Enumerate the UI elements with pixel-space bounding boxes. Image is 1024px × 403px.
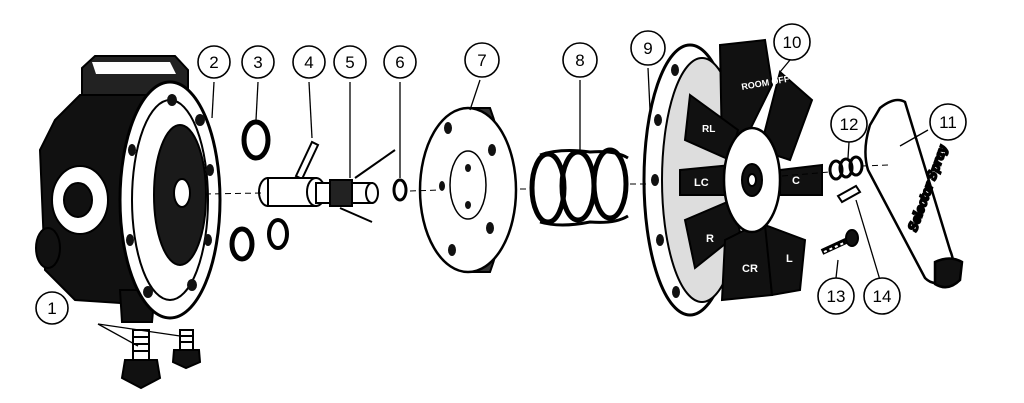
callout-14: 14 (863, 277, 901, 315)
callout-5: 5 (333, 45, 367, 79)
leader-lines (97, 59, 929, 347)
callout-2: 2 (197, 45, 231, 79)
svg-text:8: 8 (575, 51, 584, 70)
svg-text:13: 13 (827, 287, 846, 306)
label-c: C (792, 175, 800, 187)
svg-text:5: 5 (345, 53, 354, 72)
retaining-clip (392, 178, 408, 202)
callout-3: 3 (241, 45, 275, 79)
callout-10: 10 (773, 23, 811, 61)
callout-9: 9 (630, 30, 666, 66)
callout-13: 13 (817, 277, 855, 315)
o-ring-lower-pair (229, 218, 289, 262)
o-ring-upper (241, 119, 271, 161)
assembly-axis-lines (204, 164, 889, 195)
svg-text:1: 1 (47, 299, 56, 318)
callout-1: 1 (35, 291, 69, 325)
callout-4: 4 (292, 45, 326, 79)
callout-12: 12 (830, 105, 868, 143)
valve-disc (418, 106, 518, 274)
label-r: R (706, 233, 714, 245)
svg-text:4: 4 (304, 53, 313, 72)
drive-shaft (258, 149, 396, 223)
valve-housing (35, 55, 222, 323)
svg-text:12: 12 (840, 115, 859, 134)
callout-8: 8 (562, 42, 598, 78)
dowel-pin (294, 140, 320, 181)
detent-spring (828, 155, 864, 181)
svg-text:9: 9 (643, 39, 652, 58)
label-l: L (786, 253, 793, 265)
callout-6: 6 (383, 45, 417, 79)
svg-text:7: 7 (477, 51, 486, 70)
detent-pin (836, 184, 862, 204)
mounting-bolt-large (120, 329, 162, 390)
svg-text:10: 10 (783, 33, 802, 52)
svg-text:3: 3 (253, 53, 262, 72)
set-screw (820, 229, 859, 255)
svg-text:2: 2 (209, 53, 218, 72)
mounting-bolt-small (171, 329, 202, 370)
selector-dial-assembly (642, 38, 823, 317)
label-cr: CR (742, 263, 758, 275)
label-rl: RL (702, 124, 715, 135)
callout-11: 11 (929, 103, 967, 141)
label-lc: LC (694, 177, 709, 189)
svg-text:14: 14 (873, 287, 892, 306)
callout-7: 7 (464, 42, 500, 78)
svg-text:6: 6 (395, 53, 404, 72)
coil-springs (529, 147, 629, 227)
svg-text:11: 11 (939, 113, 957, 132)
